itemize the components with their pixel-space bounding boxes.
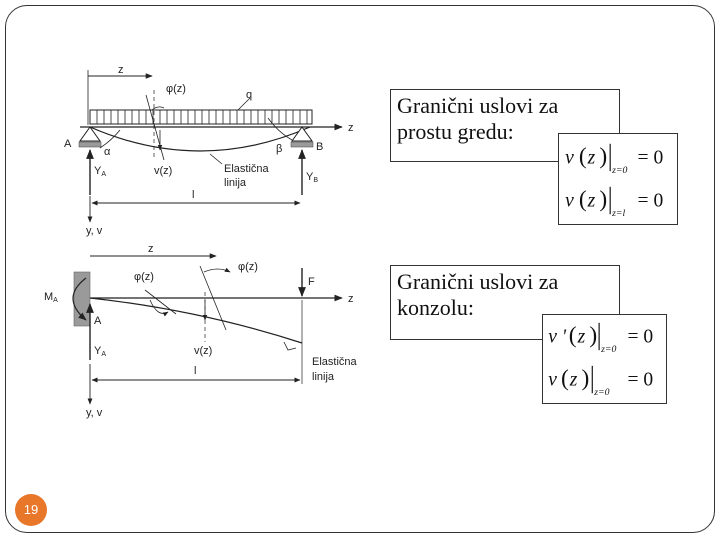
phi-arc [151, 106, 165, 111]
elastic-leader [209, 153, 223, 165]
eq2-a-arg: z [577, 326, 586, 347]
label-ma: MA [44, 291, 58, 304]
label-phi-left: φ(z) [134, 271, 154, 283]
eq1-b-sub: z=l [611, 208, 625, 219]
eq2-b-sub: z=0 [593, 387, 609, 398]
label-z: z [118, 64, 124, 76]
label-yv: y, v [86, 225, 103, 237]
eq1-a-rhs: = 0 [638, 147, 664, 168]
label-ya: YA [94, 165, 106, 178]
eq2-a-rparen: ) [589, 322, 597, 348]
label-f: F [308, 276, 315, 288]
eq1-b-arg: z [587, 190, 596, 211]
eq2-a-rhs: = 0 [627, 326, 653, 347]
label-beta: β [276, 143, 282, 155]
label-a: A [64, 138, 72, 150]
eq1-a-lparen: ( [579, 143, 587, 169]
eq1-b-rparen: ) [599, 186, 607, 212]
eq1-b-lparen: ( [579, 186, 587, 212]
label-yb: YB [306, 171, 318, 184]
support-a [79, 126, 101, 142]
label-elastic-2: linija [224, 177, 247, 189]
fixed-support-wall [73, 271, 91, 327]
equation-cantilever: v ' ( z ) z=0 = 0 v ( z ) z=0 = 0 [542, 314, 667, 404]
eq2-b-rparen: ) [582, 365, 590, 391]
tangent-line-2 [199, 265, 227, 331]
eq2-a-lparen: ( [569, 322, 577, 348]
moment-ma-arc [72, 277, 87, 321]
elastic-line [89, 126, 311, 152]
eq2-b-arg: z [569, 369, 578, 390]
label-a-2: A [94, 315, 102, 327]
equation-simple-beam: v ( z ) z=0 = 0 v ( z ) z=l = 0 [558, 133, 678, 225]
tangent-line-left [144, 289, 177, 315]
eq2-b-func: v [548, 369, 557, 390]
support-b [291, 126, 313, 142]
label-phi-right: φ(z) [238, 261, 258, 273]
phi-arc-right [203, 267, 231, 273]
eq1-b-rhs: = 0 [638, 190, 664, 211]
label-span: l [192, 189, 194, 201]
label-yv-2: y, v [86, 407, 103, 419]
eq1-b-func: v [565, 190, 574, 211]
eq2-a-func: v ' [548, 326, 567, 347]
label-z-axis: z [348, 122, 354, 134]
label-q: q [246, 89, 252, 101]
beta-arc [267, 117, 293, 141]
eq1-a-arg: z [587, 147, 596, 168]
label-z-axis-2: z [348, 293, 354, 305]
alpha-arc [99, 129, 121, 149]
label-vz-2: v(z) [194, 345, 212, 357]
eq1-a-rparen: ) [599, 143, 607, 169]
box1-line1: Granični uslovi za [397, 93, 559, 118]
label-alpha: α [104, 146, 111, 158]
box2-line1: Granični uslovi za [397, 269, 559, 294]
box2-line2: konzolu: [397, 295, 474, 320]
eq2-b-rhs: = 0 [627, 369, 653, 390]
support-a-ground [78, 141, 102, 148]
cantilever-labels: z φ(z) φ(z) F z MA A YA v(z) Elastična l… [44, 243, 358, 419]
q-leader [237, 97, 251, 111]
label-phi: φ(z) [166, 83, 186, 95]
slide-frame [5, 5, 715, 533]
distributed-load-q [89, 109, 313, 125]
label-vz: v(z) [154, 165, 172, 177]
label-elastic-2-2: linija [312, 371, 335, 383]
label-elastic-1-2: Elastična [312, 356, 358, 368]
simple-beam-diagram [78, 70, 343, 223]
label-span-2: l [194, 365, 196, 377]
cantilever-diagram [72, 253, 343, 405]
eq1-a-func: v [565, 147, 574, 168]
label-ya-2: YA [94, 345, 106, 358]
support-b-ground [290, 141, 314, 148]
box1-line2: prostu gredu: [397, 119, 514, 144]
eq2-b-lparen: ( [561, 365, 569, 391]
label-b: B [316, 141, 323, 153]
eq1-a-sub: z=0 [611, 165, 627, 176]
load-hatching [96, 110, 308, 124]
page-number-badge: 19 [15, 494, 47, 526]
label-elastic-1: Elastična [224, 163, 270, 175]
elastic-tick [283, 341, 297, 351]
elastic-line-2 [89, 297, 303, 344]
label-z-2: z [148, 243, 154, 255]
simple-beam-labels: z φ(z) q z A B α β YA YB v(z) Elastična … [64, 64, 354, 237]
phi-arc-left [149, 299, 169, 317]
eq2-a-sub: z=0 [600, 344, 616, 355]
